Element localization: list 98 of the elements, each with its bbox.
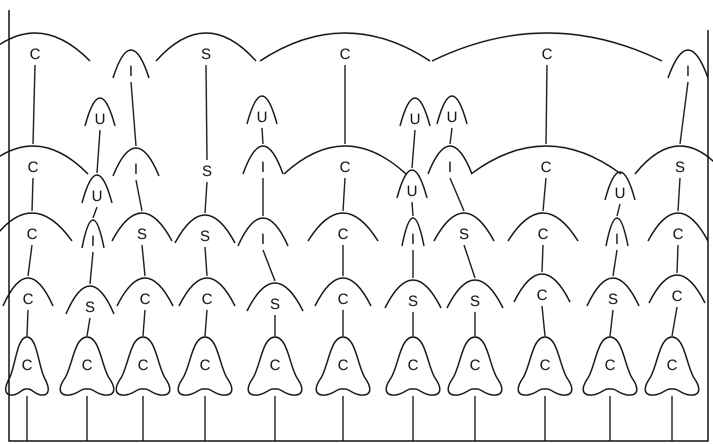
arch-node: I xyxy=(238,216,288,250)
arch-node: C xyxy=(471,144,621,178)
arch-node: C xyxy=(0,144,88,178)
arch-node: I xyxy=(113,146,159,180)
bell-node: C xyxy=(114,336,172,396)
arch-node: C xyxy=(179,276,235,310)
arch-node: S xyxy=(112,211,172,245)
arch-node: C xyxy=(514,272,570,306)
arch-node: S xyxy=(66,284,114,318)
arch-node: S xyxy=(635,144,713,178)
connector-line xyxy=(141,244,146,276)
connector-line xyxy=(679,82,689,144)
bell-node: C xyxy=(581,336,639,396)
connector-line xyxy=(344,65,346,144)
arch-node: U xyxy=(605,170,635,204)
connector-line xyxy=(204,310,208,336)
connector-line xyxy=(545,65,548,144)
arch-node: C xyxy=(508,211,578,245)
connector-line xyxy=(676,244,679,274)
arch-node: U xyxy=(400,96,430,130)
connector-line xyxy=(342,245,344,276)
connector-line xyxy=(262,178,264,216)
arch-node: U xyxy=(247,94,277,128)
bell-node: C xyxy=(58,336,116,396)
connector-line xyxy=(412,312,414,336)
connector-line xyxy=(204,246,208,276)
connector-line xyxy=(612,250,618,276)
connector-line xyxy=(32,64,36,144)
arch-node: C xyxy=(432,31,662,65)
arch-node: I xyxy=(113,48,149,82)
arch-node: S xyxy=(587,276,639,310)
arch-node: S xyxy=(447,278,503,312)
connector-line xyxy=(26,396,28,441)
arch-node: I xyxy=(82,218,104,252)
arch-node: C xyxy=(0,31,90,65)
bell-node: C xyxy=(4,336,50,396)
arch-node: U xyxy=(82,173,112,207)
arch-node: U xyxy=(85,96,115,130)
arch-node: I xyxy=(668,48,708,82)
connector-line xyxy=(449,128,453,144)
connector-line xyxy=(274,315,276,336)
arch-node: C xyxy=(260,31,430,65)
connector-line xyxy=(671,306,678,336)
connector-line xyxy=(142,310,146,336)
arch-node: C xyxy=(308,211,378,245)
connector-line xyxy=(542,178,547,212)
arch-node: I xyxy=(243,144,283,178)
arch-node: S xyxy=(434,211,494,245)
connector-line xyxy=(411,130,416,168)
connector-line xyxy=(463,244,476,278)
bell-node: C xyxy=(446,336,504,396)
connector-line xyxy=(411,202,414,216)
arch-node: C xyxy=(284,144,406,178)
connector-line xyxy=(31,178,34,212)
arch-node: S xyxy=(175,213,235,247)
bell-node: C xyxy=(516,336,574,396)
arch-node: C xyxy=(3,276,53,310)
connector-line xyxy=(204,182,208,214)
connector-line xyxy=(130,82,137,146)
bell-node: C xyxy=(176,336,234,396)
arch-node: I xyxy=(606,216,628,250)
arch-node: U xyxy=(397,168,427,202)
arch-node: C xyxy=(315,276,371,310)
bell-node: C xyxy=(314,336,372,396)
arch-node: U xyxy=(437,94,467,128)
connector-line xyxy=(135,180,143,212)
connector-line xyxy=(449,178,465,212)
connector-line xyxy=(609,310,614,336)
arch-node: S xyxy=(247,281,303,315)
bell-node: C xyxy=(246,336,304,396)
arch-node: S xyxy=(385,278,441,312)
connector-line xyxy=(541,306,546,336)
connector-line xyxy=(26,310,29,336)
arch-node: S xyxy=(156,31,256,65)
arch-node: I xyxy=(402,216,424,250)
connector-line xyxy=(412,250,414,278)
connector-line xyxy=(89,252,94,284)
connector-line xyxy=(616,204,621,216)
connector-line xyxy=(205,65,208,160)
connector-line xyxy=(677,178,681,212)
arch-node: C xyxy=(649,273,705,307)
connector-line xyxy=(27,244,33,276)
connector-line xyxy=(474,312,476,336)
bell-node: C xyxy=(643,336,701,396)
connector-line xyxy=(92,206,98,218)
connector-line xyxy=(342,178,346,212)
connector-line xyxy=(262,250,276,282)
arch-node: C xyxy=(0,211,72,245)
bell-node: C xyxy=(384,336,442,396)
letter-node: S xyxy=(192,160,222,182)
connector-line xyxy=(342,310,344,336)
connector-line xyxy=(86,318,91,336)
connector-line xyxy=(261,128,264,144)
connector-line xyxy=(541,244,544,272)
arch-node: C xyxy=(117,276,173,310)
arch-node: I xyxy=(428,144,472,178)
arch-node: C xyxy=(648,211,708,245)
connector-line xyxy=(96,130,101,174)
